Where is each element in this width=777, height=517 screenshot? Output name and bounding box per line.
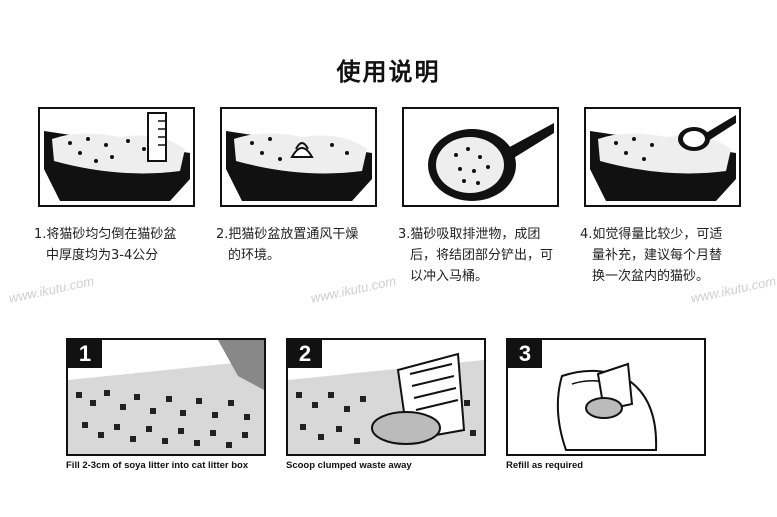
step-3-illustration xyxy=(402,107,559,207)
step-2-caption: 2.把猫砂盆放置通风干燥 的环境。 xyxy=(216,227,359,263)
litter-box-pour-icon xyxy=(44,112,190,201)
scoop-step-caption: Scoop clumped waste away xyxy=(286,460,412,471)
fill-step-illustration: 1 xyxy=(66,338,266,456)
step-2-illustration xyxy=(220,107,377,207)
step-number-badge: 1 xyxy=(68,340,102,368)
step-1-caption: 1.将猫砂均匀倒在猫砂盆 中厚度均为3-4公分 xyxy=(34,227,177,263)
scoop-clump-icon xyxy=(428,123,554,201)
step-3-caption: 3.猫砂吸取排泄物，成团 后，将结团部分铲出，可 以冲入马桶。 xyxy=(398,227,554,284)
step-4-illustration xyxy=(584,107,741,207)
refill-step-illustration: 3 xyxy=(506,338,706,456)
litter-box-scoop-icon xyxy=(590,115,736,201)
fill-step-caption: Fill 2-3cm of soya litter into cat litte… xyxy=(66,460,249,471)
watermark: www.ikutu.com xyxy=(309,273,398,306)
litter-box-waste-icon xyxy=(226,131,372,201)
refill-step-caption: Refill as required xyxy=(506,460,584,471)
scoop-waste-icon xyxy=(288,352,484,454)
page-title: 使用说明 xyxy=(336,58,441,86)
watermark: www.ikutu.com xyxy=(7,273,96,306)
scoop-step-illustration: 2 xyxy=(286,338,486,456)
litter-granules-icon xyxy=(68,340,264,454)
step-number-badge: 3 xyxy=(508,340,542,368)
step-number-badge: 2 xyxy=(288,340,322,368)
step-1-illustration xyxy=(38,107,195,207)
litter-bag-icon xyxy=(556,362,658,451)
step-4-caption: 4.如觉得量比较少，可适 量补充，建议每个月替 换一次盆内的猫砂。 xyxy=(580,227,723,284)
